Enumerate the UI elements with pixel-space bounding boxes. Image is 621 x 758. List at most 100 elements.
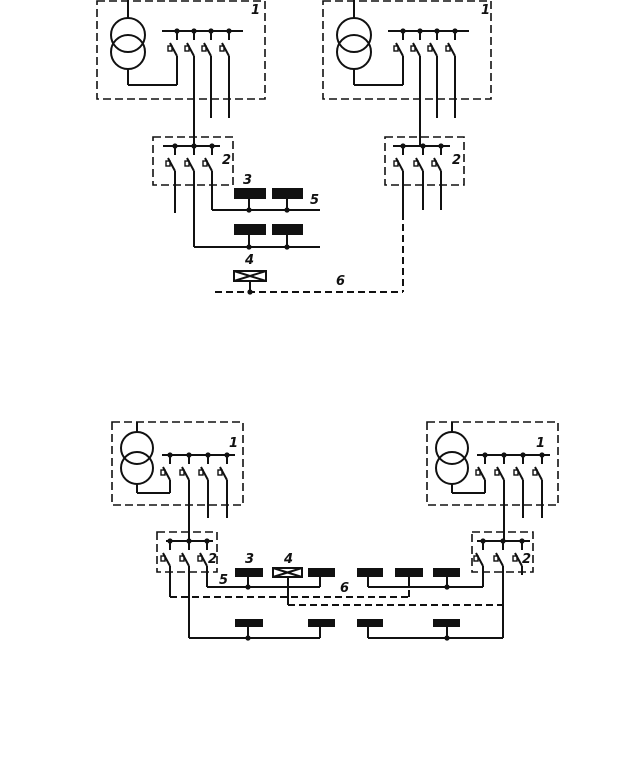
label-reserve-line: 6 bbox=[336, 274, 345, 289]
substation-box-right bbox=[426, 421, 559, 506]
switch-blade-icon bbox=[181, 552, 190, 567]
label-dp-left: 2 bbox=[222, 153, 231, 168]
busbar-block bbox=[272, 188, 303, 199]
label-busbar: 3 bbox=[245, 552, 254, 567]
busbar-block bbox=[235, 619, 263, 627]
label-bus-section: 5 bbox=[219, 573, 228, 588]
breaker-cross bbox=[272, 567, 303, 578]
switch-latch-icon bbox=[413, 160, 419, 167]
switch-blade-icon bbox=[495, 552, 504, 567]
switch-latch-icon bbox=[532, 469, 538, 476]
distribution-box-left bbox=[156, 531, 218, 573]
switch-latch-icon bbox=[198, 469, 204, 476]
switch-latch-icon bbox=[493, 555, 499, 562]
switch-blade-icon bbox=[534, 466, 543, 481]
junction-dot bbox=[444, 584, 450, 590]
busbar-block bbox=[272, 224, 303, 235]
switch-blade-icon bbox=[395, 42, 404, 57]
switch-latch-icon bbox=[184, 160, 190, 167]
transformer-icon bbox=[435, 431, 469, 465]
switch-blade-icon bbox=[477, 466, 486, 481]
label-substation-left: 1 bbox=[251, 3, 260, 18]
busbar-block bbox=[357, 568, 383, 577]
switch-latch-icon bbox=[393, 45, 399, 52]
transformer-icon bbox=[120, 431, 154, 465]
busbar-block bbox=[235, 568, 263, 577]
switch-blade-icon bbox=[221, 42, 230, 57]
busbar-block bbox=[234, 224, 266, 235]
busbar-block bbox=[308, 619, 335, 627]
switch-blade-icon bbox=[515, 466, 524, 481]
busbar-block bbox=[308, 568, 335, 577]
switch-latch-icon bbox=[160, 469, 166, 476]
switch-latch-icon bbox=[219, 45, 225, 52]
switch-latch-icon bbox=[179, 555, 185, 562]
switch-blade-icon bbox=[186, 157, 195, 172]
label-substation-left: 1 bbox=[229, 436, 238, 451]
junction-dot bbox=[246, 244, 252, 250]
distribution-box-right bbox=[471, 531, 534, 573]
busbar-block bbox=[357, 619, 383, 627]
switch-latch-icon bbox=[393, 160, 399, 167]
switch-blade-icon bbox=[162, 552, 171, 567]
switch-blade-icon bbox=[433, 157, 442, 172]
switch-blade-icon bbox=[475, 552, 484, 567]
junction-dot bbox=[444, 635, 450, 641]
busbar-block bbox=[395, 568, 423, 577]
switch-latch-icon bbox=[431, 160, 437, 167]
switch-latch-icon bbox=[197, 555, 203, 562]
distribution-box-right bbox=[384, 136, 465, 186]
switch-blade-icon bbox=[395, 157, 404, 172]
switch-blade-icon bbox=[412, 42, 421, 57]
switch-latch-icon bbox=[410, 45, 416, 52]
label-dp-right: 2 bbox=[522, 552, 531, 567]
switch-blade-icon bbox=[514, 552, 523, 567]
substation-box-left bbox=[111, 421, 244, 506]
switch-blade-icon bbox=[199, 552, 208, 567]
junction-dot bbox=[284, 207, 290, 213]
switch-latch-icon bbox=[160, 555, 166, 562]
label-dp-left: 2 bbox=[208, 552, 217, 567]
label-breaker: 4 bbox=[283, 552, 293, 567]
switch-latch-icon bbox=[202, 160, 208, 167]
switch-blade-icon bbox=[167, 157, 176, 172]
switch-blade-icon bbox=[429, 42, 438, 57]
label-bus-section: 5 bbox=[310, 193, 319, 208]
substation-box-left bbox=[96, 0, 266, 100]
switch-blade-icon bbox=[181, 466, 190, 481]
switch-blade-icon bbox=[200, 466, 209, 481]
switch-latch-icon bbox=[184, 45, 190, 52]
label-busbar: 3 bbox=[243, 173, 252, 188]
switch-blade-icon bbox=[162, 466, 171, 481]
junction-dot bbox=[284, 244, 290, 250]
label-breaker: 4 bbox=[244, 253, 254, 268]
diagram-top bbox=[96, 0, 492, 295]
switch-blade-icon bbox=[219, 466, 228, 481]
switch-latch-icon bbox=[445, 45, 451, 52]
label-dp-right: 2 bbox=[452, 153, 461, 168]
switch-blade-icon bbox=[203, 42, 212, 57]
switch-latch-icon bbox=[427, 45, 433, 52]
transformer-icon bbox=[435, 451, 469, 485]
switch-latch-icon bbox=[473, 555, 479, 562]
busbar-block bbox=[234, 188, 266, 199]
switch-latch-icon bbox=[512, 555, 518, 562]
switch-latch-icon bbox=[513, 469, 519, 476]
switch-latch-icon bbox=[167, 45, 173, 52]
transformer-icon bbox=[120, 451, 154, 485]
switch-latch-icon bbox=[201, 45, 207, 52]
label-reserve-line: 6 bbox=[340, 581, 349, 596]
junction-dot bbox=[245, 584, 251, 590]
switch-blade-icon bbox=[496, 466, 505, 481]
breaker-cross bbox=[233, 270, 267, 282]
busbar-block bbox=[433, 568, 460, 577]
switch-blade-icon bbox=[447, 42, 456, 57]
busbar-block bbox=[433, 619, 460, 627]
switch-latch-icon bbox=[179, 469, 185, 476]
switch-latch-icon bbox=[165, 160, 171, 167]
substation-box-right bbox=[322, 0, 492, 100]
switch-blade-icon bbox=[415, 157, 424, 172]
junction-dot bbox=[246, 207, 252, 213]
switch-blade-icon bbox=[169, 42, 178, 57]
